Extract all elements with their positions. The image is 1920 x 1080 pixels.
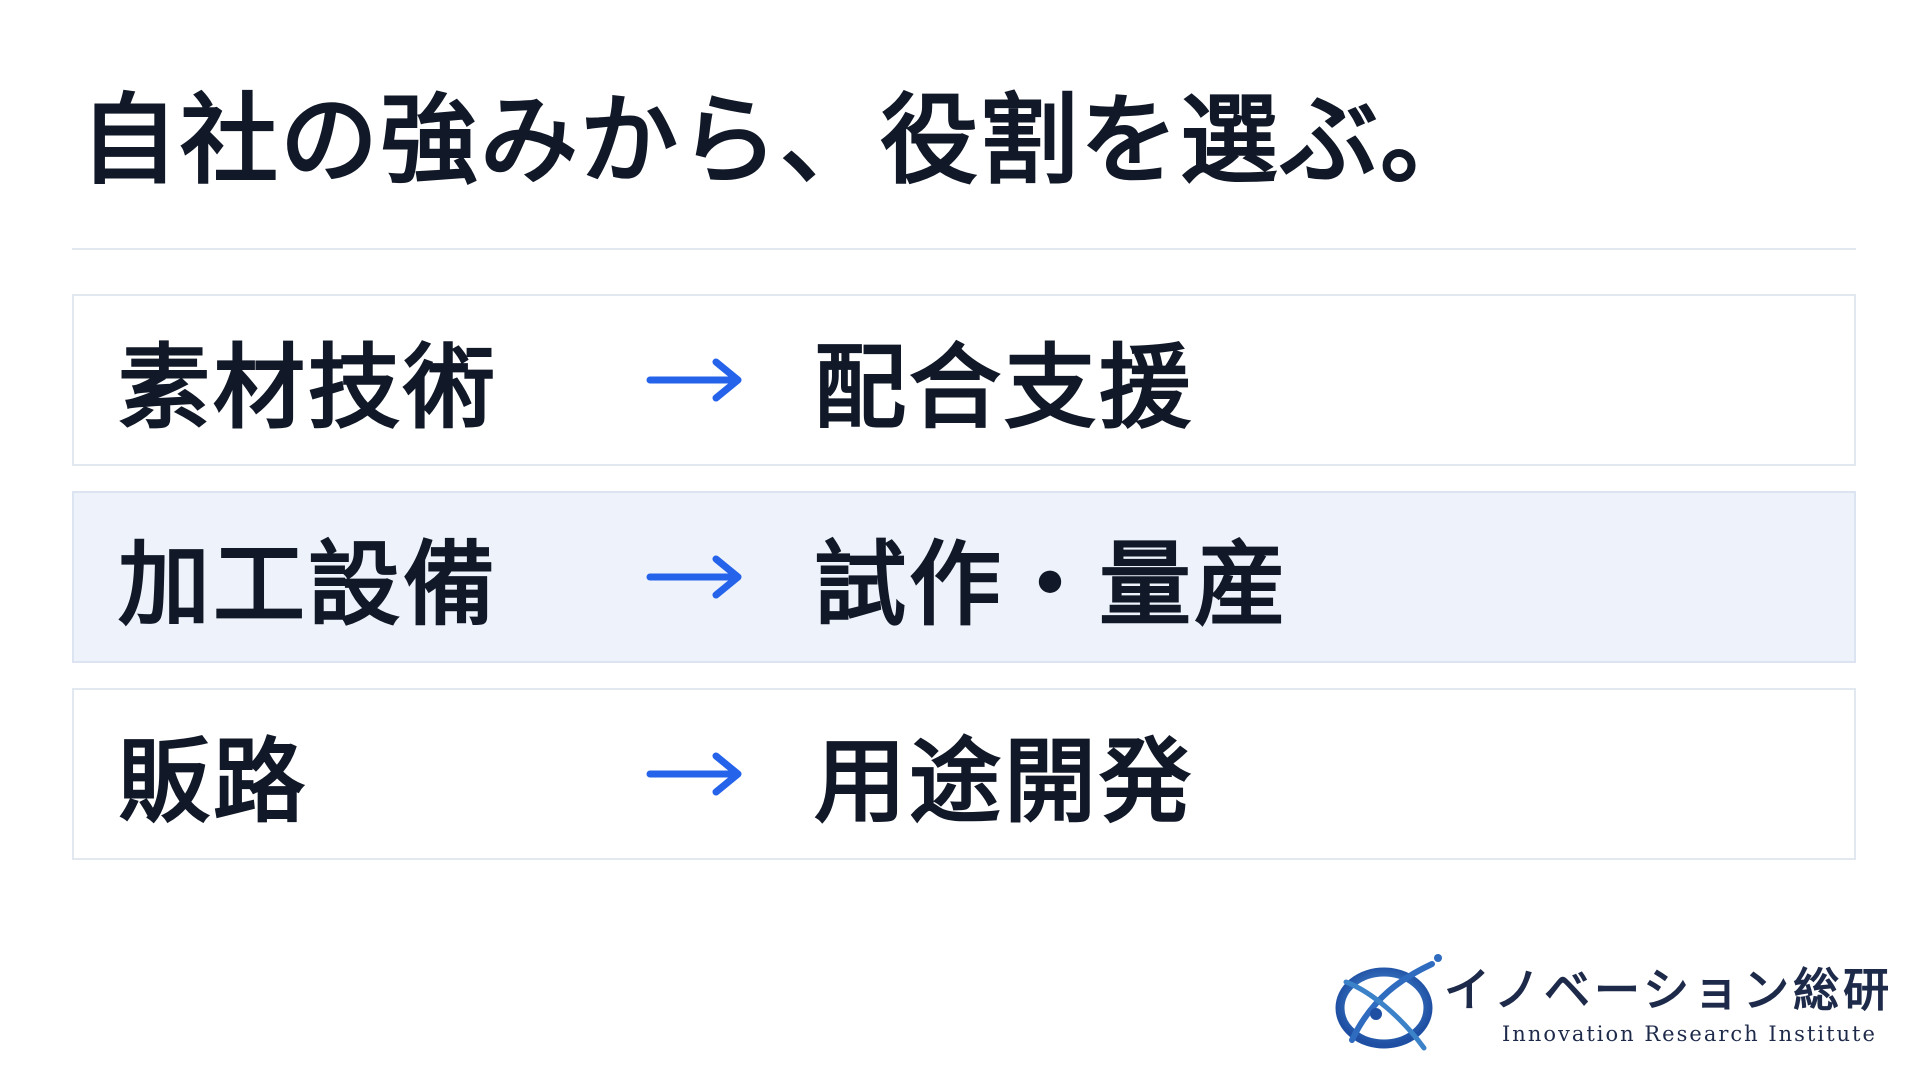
title-divider (72, 248, 1856, 250)
role-label: 用途開発 (814, 728, 1195, 836)
mapping-row-sales-channel: 販路 用途開発 (72, 688, 1856, 860)
right-arrow-icon (646, 555, 742, 599)
strength-label: 素材技術 (118, 334, 499, 442)
role-label: 配合支援 (814, 334, 1195, 442)
right-arrow-icon (646, 358, 742, 402)
strength-label: 加工設備 (118, 531, 499, 639)
company-logo: イノベーション総研 Innovation Research Institute (1332, 948, 1892, 1070)
role-mapping-list: 素材技術 配合支援 加工設備 試作・量産 販路 用途開発 (72, 294, 1856, 885)
role-label: 試作・量産 (814, 531, 1290, 639)
atom-orbit-logo-icon (1335, 954, 1442, 1051)
mapping-row-material: 素材技術 配合支援 (72, 294, 1856, 466)
page-title: 自社の強みから、役割を選ぶ。 (80, 84, 1481, 198)
strength-label: 販路 (118, 728, 309, 836)
logo-name-en: Innovation Research Institute (1502, 1022, 1877, 1046)
logo-name-jp: イノベーション総研 (1444, 963, 1894, 1017)
mapping-row-equipment: 加工設備 試作・量産 (72, 491, 1856, 663)
right-arrow-icon (646, 752, 742, 796)
